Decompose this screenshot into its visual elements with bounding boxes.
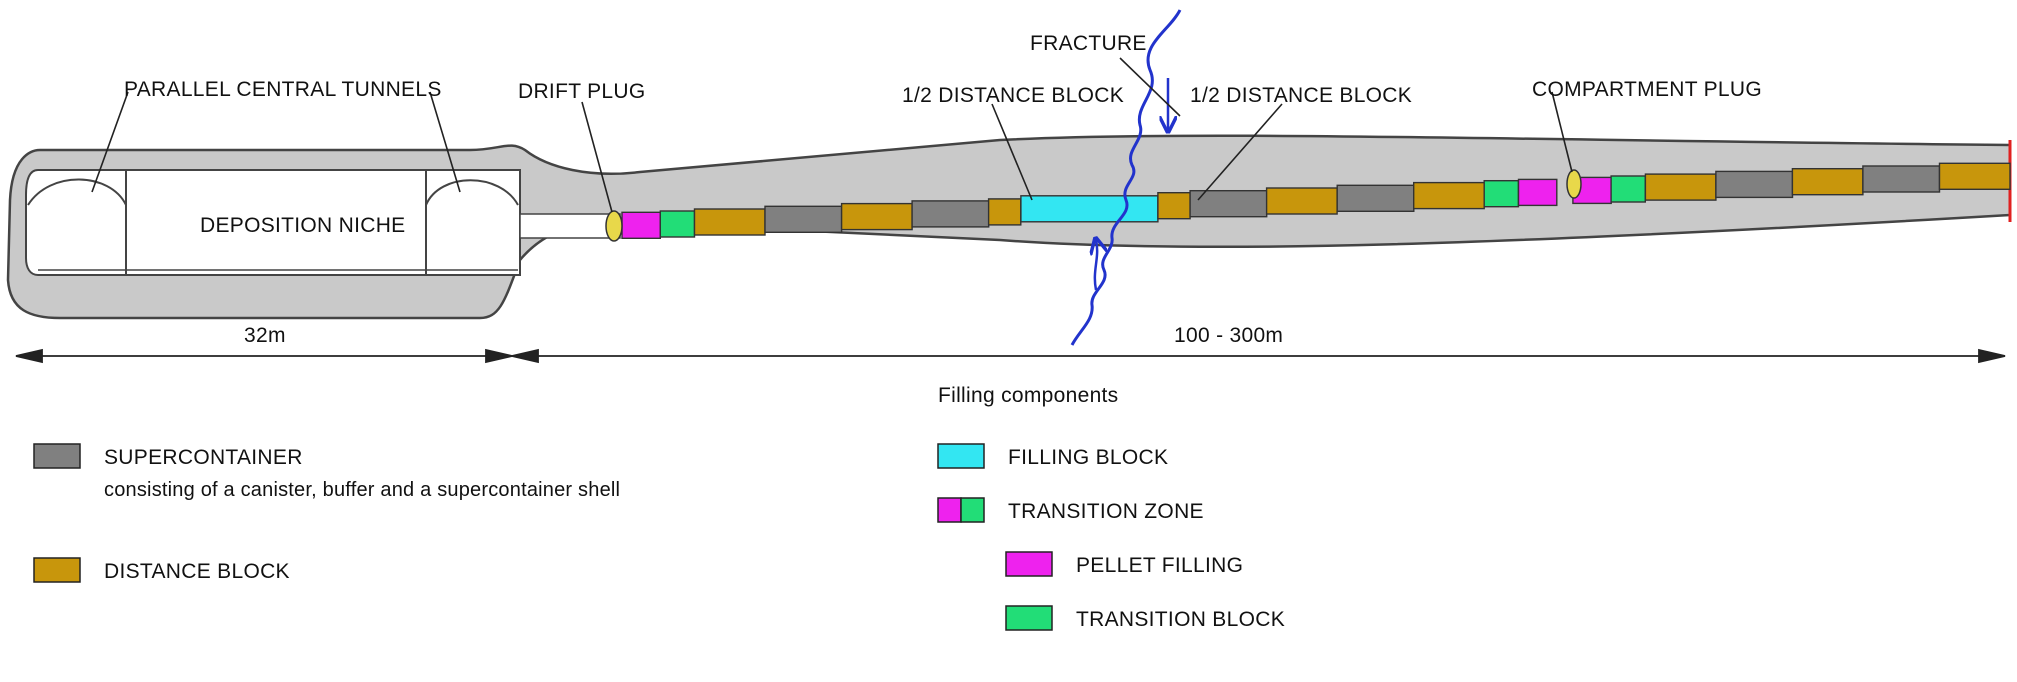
drift-component-distance-block-10 bbox=[1265, 187, 1338, 215]
drift-component-filling-block-7 bbox=[1020, 195, 1159, 223]
label-compartment-plug: COMPARTMENT PLUG bbox=[1532, 78, 1762, 101]
drift-component-distance-block-12 bbox=[1412, 181, 1485, 210]
drift-component-transition-block-17 bbox=[1610, 175, 1646, 203]
legend-label-distance-block: DISTANCE BLOCK bbox=[104, 560, 290, 583]
drift-component-pellet-filling-0 bbox=[621, 211, 661, 240]
legend-label-transition-zone: TRANSITION ZONE bbox=[1008, 500, 1204, 523]
label-half-distance-block-left: 1/2 DISTANCE BLOCK bbox=[902, 84, 1124, 107]
legend-swatch-filling-block bbox=[937, 443, 985, 469]
drift-plug-shape bbox=[605, 210, 623, 242]
dimension-niche-length: 32m bbox=[244, 324, 286, 347]
legend-swatch-transition-zone-block bbox=[960, 497, 985, 523]
inflow-arrow-bottom bbox=[1095, 240, 1097, 291]
label-half-distance-block-right: 1/2 DISTANCE BLOCK bbox=[1190, 84, 1412, 107]
drift-component-transition-block-1 bbox=[659, 210, 696, 238]
legend-swatch-distance-block bbox=[33, 557, 81, 583]
drift-component-distance-block-20 bbox=[1791, 167, 1864, 196]
drift-component-supercontainer-21 bbox=[1862, 165, 1941, 193]
label-parallel-central-tunnels: PARALLEL CENTRAL TUNNELS bbox=[124, 78, 442, 101]
drift-component-distance-block-22 bbox=[1938, 162, 2011, 191]
drift-components bbox=[621, 162, 2011, 240]
legend-label-pellet-filling: PELLET FILLING bbox=[1076, 554, 1243, 577]
drift-component-distance-block-4 bbox=[840, 202, 913, 231]
legend-label-filling-block: FILLING BLOCK bbox=[1008, 446, 1168, 469]
compartment-plug-shape bbox=[1566, 169, 1582, 199]
right-tunnel-arch bbox=[425, 179, 519, 206]
drift-component-half-distance-block-6 bbox=[987, 198, 1022, 226]
label-deposition-niche: DEPOSITION NICHE bbox=[200, 214, 406, 237]
drift-component-supercontainer-3 bbox=[764, 205, 843, 234]
legend-swatch-transition-zone-pellet bbox=[937, 497, 962, 523]
drift-component-pellet-filling-14 bbox=[1517, 178, 1558, 207]
drift-neck bbox=[519, 213, 621, 239]
legend-note-supercontainer: consisting of a canister, buffer and a s… bbox=[104, 479, 620, 501]
drift-component-supercontainer-11 bbox=[1336, 184, 1415, 213]
label-drift-plug: DRIFT PLUG bbox=[518, 80, 645, 103]
dimension-lines bbox=[15, 348, 2006, 364]
legend-swatch-supercontainer bbox=[33, 443, 81, 469]
drift-component-supercontainer-19 bbox=[1715, 170, 1794, 199]
legend-label-supercontainer: SUPERCONTAINER bbox=[104, 446, 303, 469]
legend-title-filling-components: Filling components bbox=[938, 384, 1119, 407]
drift-component-transition-block-13 bbox=[1483, 179, 1520, 208]
legend-label-transition-block: TRANSITION BLOCK bbox=[1076, 608, 1285, 631]
label-fracture: FRACTURE bbox=[1030, 32, 1147, 55]
legend-swatch-transition-block bbox=[1005, 605, 1053, 631]
fracture-line bbox=[1070, 9, 1182, 346]
legend: Filling components SUPERCONTAINER consis… bbox=[33, 384, 1285, 631]
drift-component-distance-block-2 bbox=[693, 208, 766, 236]
deposition-niche-hall bbox=[25, 169, 521, 276]
drift-component-supercontainer-5 bbox=[911, 200, 990, 228]
drift-component-half-distance-block-8 bbox=[1157, 191, 1191, 220]
leader-lines bbox=[91, 57, 1573, 213]
legend-swatch-pellet-filling bbox=[1005, 551, 1053, 577]
drift-component-distance-block-18 bbox=[1644, 173, 1717, 201]
drift-component-supercontainer-9 bbox=[1189, 189, 1268, 218]
dimension-drift-length: 100 - 300m bbox=[1174, 324, 1283, 347]
left-tunnel-arch bbox=[27, 178, 127, 206]
